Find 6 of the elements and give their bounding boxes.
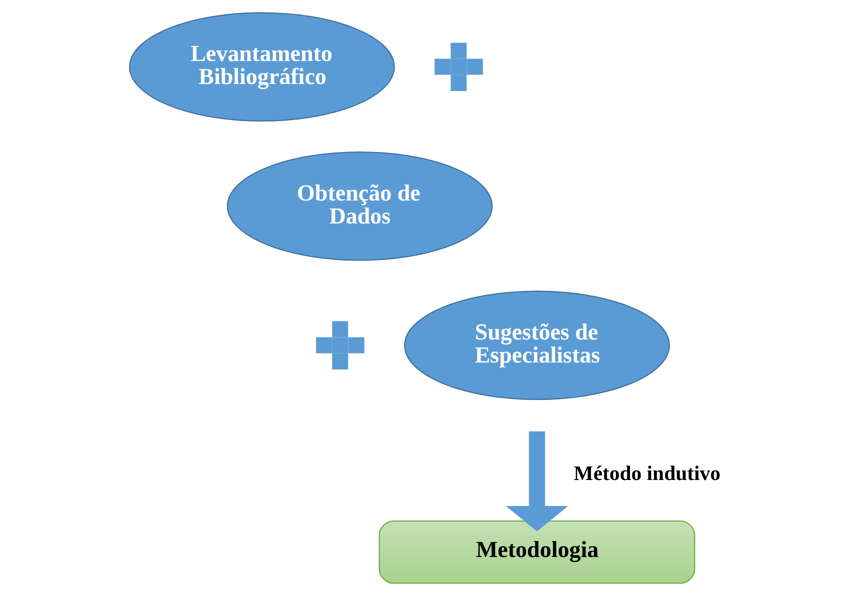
arrow	[506, 431, 568, 532]
node-ellipse: Levantamento Bibliográfico	[129, 12, 395, 122]
node-box: Metodologia	[378, 520, 696, 584]
node-ellipse: Obtenção de Dados	[226, 151, 493, 261]
edge-label: Método indutivo	[574, 463, 720, 486]
node-ellipse: Sugestões de Especialistas	[404, 290, 670, 400]
